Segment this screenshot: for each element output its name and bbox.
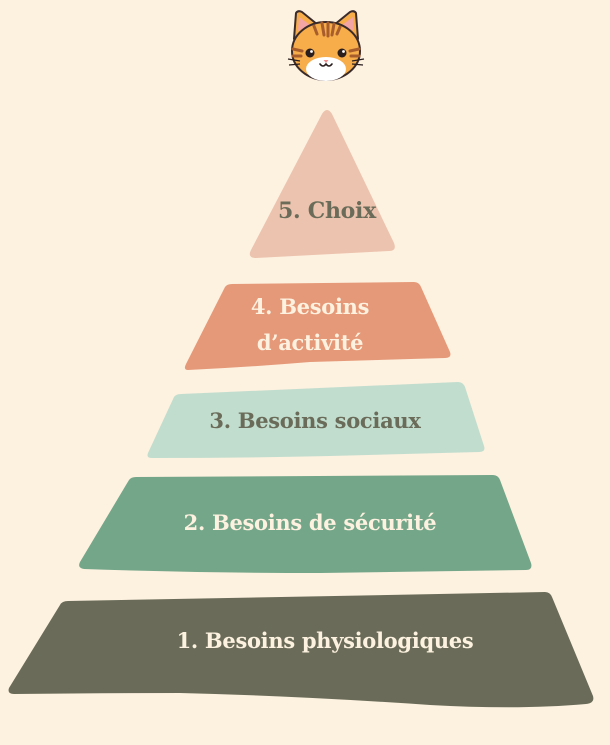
- pyramid-level-1-shape: [8, 592, 594, 708]
- pyramid-level-5-label: 5. Choix: [278, 198, 376, 224]
- pyramid-level-3-shape: [147, 382, 485, 458]
- pyramid-level-2-shape: [79, 475, 532, 573]
- cat-face-icon: [286, 9, 366, 83]
- pyramid-level-3-label: 3. Besoins sociaux: [209, 408, 421, 433]
- pyramid-level-4-label-line-1: 4. Besoins: [250, 294, 370, 319]
- pyramid-level-4-label-line-2: d’activité: [256, 330, 364, 355]
- pyramid-level-5-shape: [249, 110, 395, 258]
- pyramid-level-4-label: 4. Besoins d’activité: [200, 289, 420, 361]
- pyramid-level-4-shape: [184, 282, 451, 370]
- pyramid-level-2-label: 2. Besoins de sécurité: [183, 510, 437, 535]
- pyramid-level-1-label: 1. Besoins physiologiques: [176, 628, 474, 653]
